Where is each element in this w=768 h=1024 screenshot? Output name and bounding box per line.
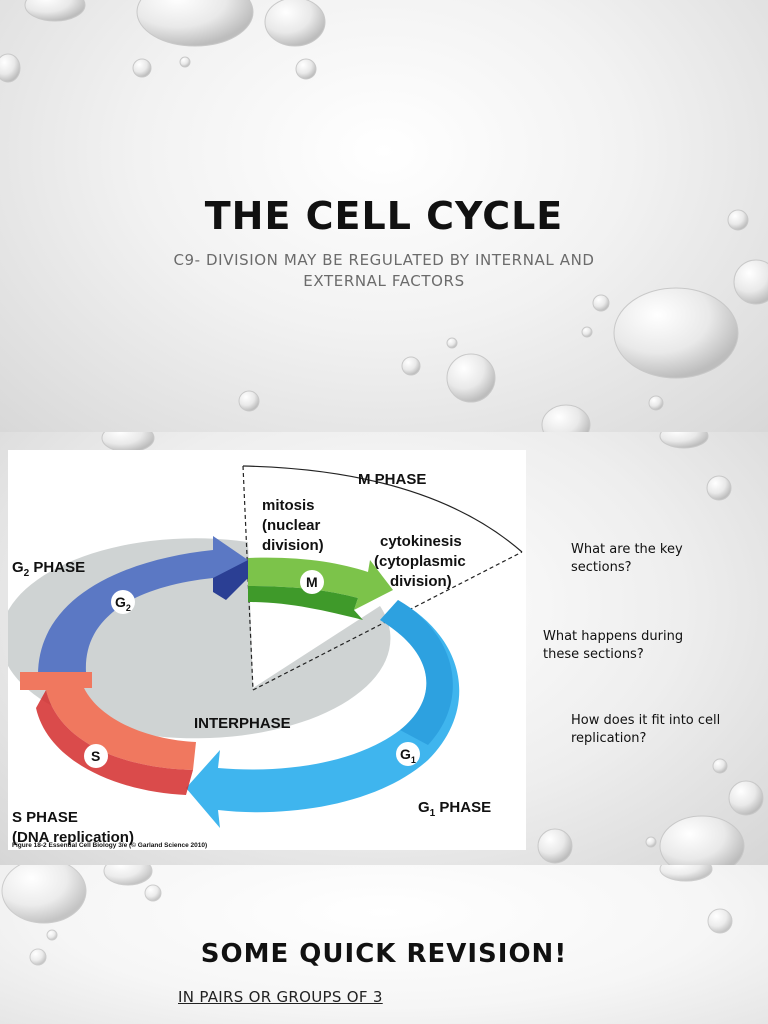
revision-slide: SOME QUICK REVISION! IN PAIRS OR GROUPS …	[0, 865, 768, 1024]
m-badge: M	[306, 574, 318, 590]
question-what-happens: What happens during these sections?	[543, 629, 684, 662]
s-phase-label: S PHASE	[12, 809, 78, 826]
cell-cycle-diagram: M PHASE mitosis (nuclear division) cytok…	[8, 450, 526, 850]
interphase-label: INTERPHASE	[194, 715, 291, 732]
slide-title: THE CELL CYCLE	[204, 194, 564, 238]
s-badge: S	[91, 748, 100, 764]
g1-badge: G1	[400, 746, 416, 765]
mitosis-label-2: (nuclear	[262, 517, 321, 534]
g2-phase-label: G2 PHASE	[12, 559, 85, 579]
mitosis-label-3: division)	[262, 537, 324, 554]
revision-title: SOME QUICK REVISION!	[200, 939, 568, 969]
question-cell-replication: How does it fit into cell replication?	[571, 713, 721, 746]
g1-phase-label: G1 PHASE	[418, 799, 491, 819]
m-phase-label: M PHASE	[358, 471, 426, 488]
mitosis-label: mitosis	[262, 497, 315, 514]
cytokinesis-label-3: division)	[390, 573, 452, 590]
slide-subtitle: C9- DIVISION MAY BE REGULATED BY INTERNA…	[173, 251, 595, 290]
cytokinesis-label-2: (cytoplasmic	[374, 553, 466, 570]
pairs-groups-link[interactable]: IN PAIRS OR GROUPS OF 3	[178, 988, 383, 1006]
figure-caption: Figure 18-2 Essential Cell Biology 3/e (…	[12, 841, 207, 849]
s-phase-label-2: (DNA replication)	[12, 829, 134, 846]
g2-badge: G2	[115, 594, 131, 613]
cell-cycle-slide: M PHASE mitosis (nuclear division) cytok…	[0, 432, 768, 865]
question-key-sections: What are the key sections?	[571, 542, 683, 575]
title-slide: THE CELL CYCLE C9- DIVISION MAY BE REGUL…	[0, 0, 768, 432]
cytokinesis-label: cytokinesis	[380, 533, 462, 550]
